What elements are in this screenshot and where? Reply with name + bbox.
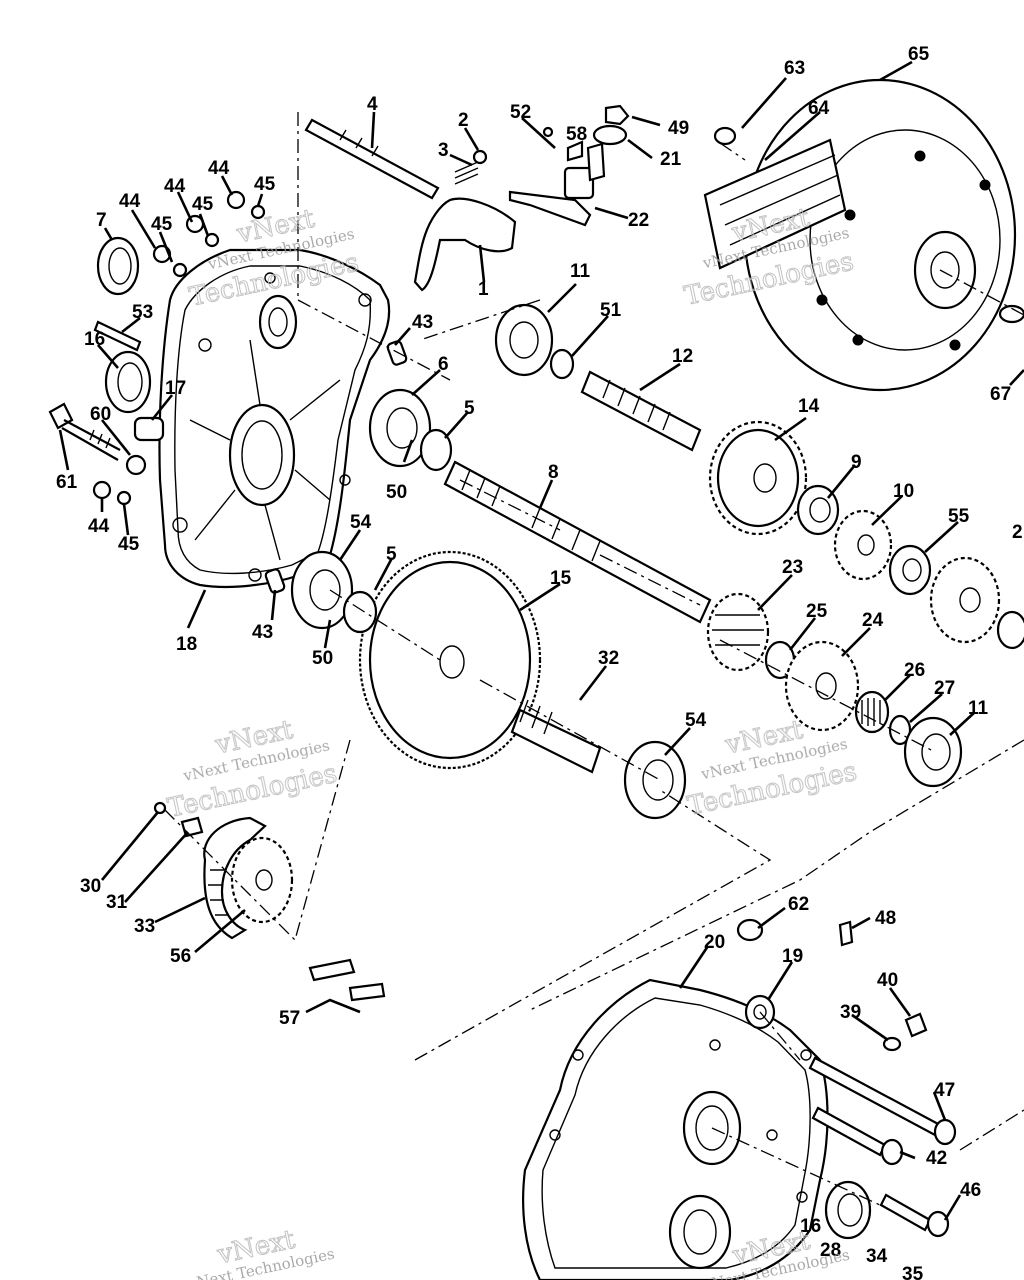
callout-43-upper: 43 <box>412 312 433 333</box>
callout-19: 19 <box>782 946 803 967</box>
callout-1: 1 <box>478 279 489 300</box>
leader-lines <box>58 60 1024 1221</box>
right-cover-bolts <box>808 920 957 1238</box>
callout-53: 53 <box>132 302 153 323</box>
callout-51: 51 <box>600 300 622 321</box>
gear-24 <box>784 640 860 732</box>
left-side-fasteners <box>48 190 266 506</box>
callout-62: 62 <box>788 894 809 915</box>
callout-30: 30 <box>80 876 101 897</box>
gear-2-right <box>929 556 1024 650</box>
callout-45-b: 45 <box>192 194 214 215</box>
bearing-11-lower <box>903 716 963 788</box>
callout-14: 14 <box>798 396 820 417</box>
needle-bearing-26 <box>854 690 890 734</box>
gear-23 <box>706 592 770 672</box>
callout-2: 2 <box>458 110 469 131</box>
shift-fork-assembly <box>304 118 517 292</box>
callout-23: 23 <box>782 557 803 578</box>
callout-52: 52 <box>510 102 531 123</box>
callout-24: 24 <box>862 610 884 631</box>
callout-40: 40 <box>877 970 898 991</box>
callout-48: 48 <box>875 908 896 929</box>
callout-6: 6 <box>438 354 449 375</box>
callout-56: 56 <box>170 946 191 967</box>
callout-25: 25 <box>806 601 828 622</box>
left-housing-cover <box>158 248 408 594</box>
callout-18: 18 <box>176 634 197 655</box>
callout-57: 57 <box>279 1008 300 1029</box>
callout-35: 35 <box>902 1264 924 1280</box>
callout-45-a: 45 <box>254 174 276 195</box>
callout-58: 58 <box>566 124 587 145</box>
callout-44-b: 44 <box>164 176 186 197</box>
callout-47: 47 <box>934 1080 955 1101</box>
callout-26: 26 <box>904 660 925 681</box>
callout-20: 20 <box>704 932 725 953</box>
callout-31: 31 <box>106 892 128 913</box>
callout-34: 34 <box>866 1246 888 1267</box>
callout-15: 15 <box>550 568 572 589</box>
callout-45-d: 45 <box>118 534 140 555</box>
callout-44-d: 44 <box>88 516 110 537</box>
callout-54-lower: 54 <box>685 710 707 731</box>
callout-65: 65 <box>908 44 930 65</box>
callout-11-lower: 11 <box>968 698 989 719</box>
callout-2-right: 2 <box>1012 522 1023 543</box>
callout-33: 33 <box>134 916 155 937</box>
callout-16-right: 16 <box>800 1216 821 1237</box>
callout-67: 67 <box>990 384 1011 405</box>
assembly-lines <box>164 112 1024 1206</box>
callout-44-c: 44 <box>119 191 141 212</box>
upper-shaft-12 <box>494 303 702 452</box>
callout-32: 32 <box>598 648 619 669</box>
shift-lever-assembly <box>508 104 630 227</box>
callout-50-lower: 50 <box>312 648 333 669</box>
callout-27: 27 <box>934 678 955 699</box>
callout-16-left: 16 <box>84 329 105 350</box>
callout-49: 49 <box>668 118 689 139</box>
callout-63: 63 <box>784 58 805 79</box>
callout-8: 8 <box>548 462 559 483</box>
callout-44-a: 44 <box>208 158 230 179</box>
spacer-55 <box>888 544 932 596</box>
callout-61: 61 <box>56 472 78 493</box>
callout-10: 10 <box>893 481 914 502</box>
callout-5-upper: 5 <box>464 398 475 419</box>
callout-12: 12 <box>672 346 693 367</box>
callout-3: 3 <box>438 140 449 161</box>
callout-55: 55 <box>948 506 970 527</box>
callout-22: 22 <box>628 210 649 231</box>
callout-7: 7 <box>96 210 107 231</box>
part-callouts: 1 2 3 4 5 5 6 7 8 9 10 11 11 12 14 15 16… <box>56 44 1023 1280</box>
driven-clutch <box>703 78 1024 392</box>
callout-42: 42 <box>926 1148 947 1169</box>
callout-45-c: 45 <box>151 214 173 235</box>
sprocket-chain-assembly <box>153 801 386 1002</box>
callout-11-upper: 11 <box>570 261 591 282</box>
callout-64: 64 <box>808 98 830 119</box>
callout-43-lower: 43 <box>252 622 273 643</box>
callout-46: 46 <box>960 1180 981 1201</box>
callout-28: 28 <box>820 1240 841 1261</box>
callout-50-upper: 50 <box>386 482 407 503</box>
main-shaft-8 <box>368 388 712 624</box>
callout-21: 21 <box>660 149 682 170</box>
gear-10 <box>833 509 893 581</box>
callout-60: 60 <box>90 404 111 425</box>
gear-15 <box>358 550 542 770</box>
callout-5-lower: 5 <box>386 544 397 565</box>
output-shaft-32 <box>510 699 687 820</box>
callout-54-upper: 54 <box>350 512 372 533</box>
callout-39: 39 <box>840 1002 861 1023</box>
callout-4: 4 <box>367 94 378 115</box>
gear-14 <box>708 420 808 536</box>
callout-9: 9 <box>851 452 862 473</box>
bearing-54-mid <box>290 550 378 634</box>
callout-17: 17 <box>165 378 186 399</box>
